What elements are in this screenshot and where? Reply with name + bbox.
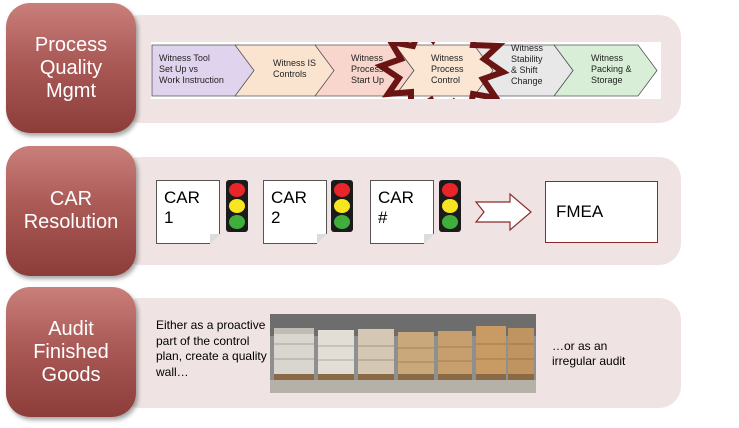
yellow-lamp [229,199,245,213]
car-card-2-label: CAR 2 [271,188,307,227]
fmea-box: FMEA [545,181,658,243]
red-lamp [442,183,458,197]
green-lamp [334,215,350,229]
row-label-audit-goods: Audit Finished Goods [6,287,136,417]
chevron-step-1-label: Witness Tool Set Up vs Work Instruction [159,53,224,85]
red-lamp [229,183,245,197]
chevron-step-2-label: Witness IS Controls [273,58,317,79]
traffic-light-icon [439,180,461,232]
quality-wall-photo [270,314,536,393]
right-arrow-icon [474,192,532,232]
page-fold-icon [317,234,327,244]
car-card-1-label: CAR 1 [164,188,200,227]
car-card-1: CAR 1 [156,180,220,244]
audit-irregular-text: …or as an irregular audit [552,339,626,368]
traffic-light-icon [331,180,353,232]
car-card-n-label: CAR # [378,188,414,227]
chevron-step-5 [473,44,574,97]
green-lamp [442,215,458,229]
chevron-step-3-label: Witness Process Start Up [351,53,385,85]
car-card-2: CAR 2 [263,180,327,244]
chevron-step-5-label: Witness Stability & Shift Change [511,43,544,86]
chevron-step-4-label: Witness Process Control [431,53,464,85]
process-chevron-strip: Witness Tool Set Up vs Work Instruction … [151,14,661,126]
yellow-lamp [334,199,350,213]
fmea-label: FMEA [556,202,604,221]
warehouse-pallets-image [270,314,536,393]
traffic-light-icon [226,180,248,232]
chevron-flow-svg [151,14,658,126]
green-lamp [229,215,245,229]
page-fold-icon [210,234,220,244]
yellow-lamp [442,199,458,213]
row-label-process-quality: Process Quality Mgmt [6,3,136,133]
page-fold-icon [424,234,434,244]
chevron-step-6-label: Witness Packing & Storage [591,53,632,85]
red-lamp [334,183,350,197]
audit-proactive-text: Either as a proactive part of the contro… [156,318,267,379]
row-label-car-resolution: CAR Resolution [6,146,136,276]
car-card-n: CAR # [370,180,434,244]
